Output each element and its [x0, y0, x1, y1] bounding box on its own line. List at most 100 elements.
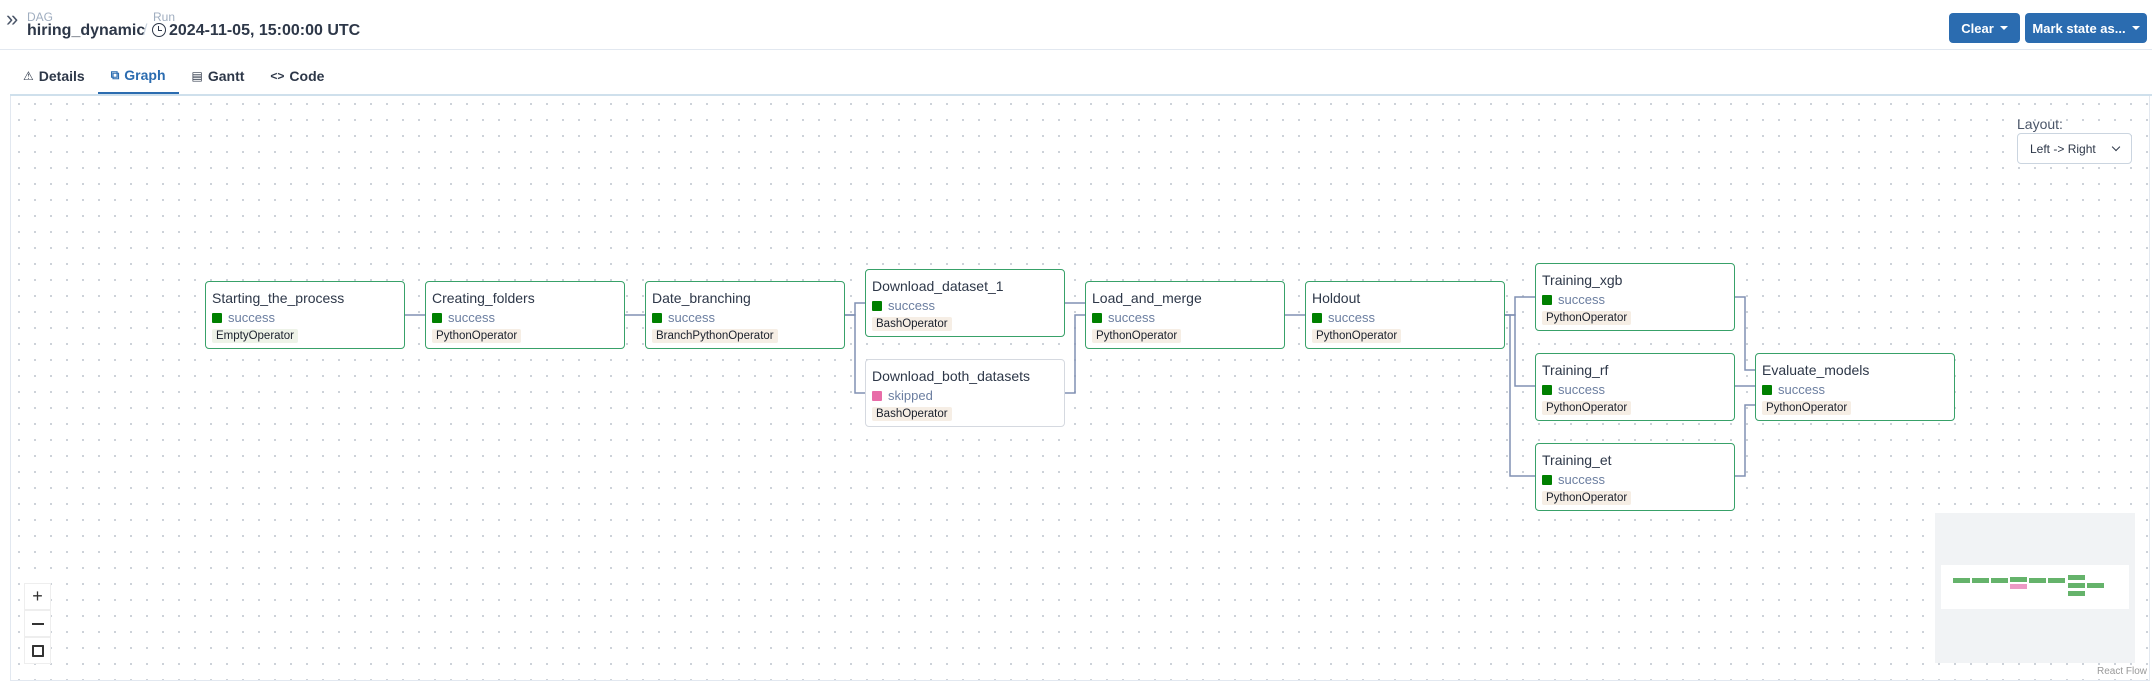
task-operator: BashOperator: [872, 317, 952, 331]
chevron-down-icon: [2111, 142, 2121, 152]
task-state-label: success: [228, 310, 275, 325]
clear-button-label: Clear: [1961, 20, 1994, 36]
task-state-label: success: [1558, 382, 1605, 397]
success-status-icon: [872, 300, 882, 311]
code-icon: <>: [270, 69, 285, 83]
task-node[interactable]: Training_xgb success PythonOperator: [1535, 263, 1735, 331]
task-operator: BashOperator: [872, 407, 952, 421]
task-name: Evaluate_models: [1762, 362, 1870, 378]
task-state-label: success: [1778, 382, 1825, 397]
tab-code[interactable]: <> Code: [257, 58, 337, 94]
graph-icon: ⧉: [110, 67, 120, 82]
task-state-label: success: [1558, 472, 1605, 487]
task-state: skipped: [872, 388, 1058, 403]
minimap-viewport[interactable]: [1941, 565, 2129, 609]
tab-bar: ⚠ Details ⧉ Graph ▤ Gantt <> Code: [10, 58, 337, 94]
success-status-icon: [1312, 312, 1322, 323]
chevron-down-icon: [2131, 26, 2140, 30]
success-status-icon: [432, 312, 442, 323]
mark-state-button[interactable]: Mark state as...: [2025, 13, 2147, 43]
task-state: success: [1542, 382, 1728, 397]
run-breadcrumb-label: Run: [153, 10, 176, 24]
task-node[interactable]: Load_and_merge success PythonOperator: [1085, 281, 1285, 349]
clock-icon: [152, 23, 166, 37]
task-name: Date_branching: [652, 290, 751, 306]
zoom-in-button[interactable]: +: [24, 583, 51, 610]
minimap-node: [2068, 591, 2085, 596]
success-status-icon: [1542, 294, 1552, 305]
task-node[interactable]: Evaluate_models success PythonOperator: [1755, 353, 1955, 421]
task-node[interactable]: Holdout success PythonOperator: [1305, 281, 1505, 349]
expand-sidebar-icon[interactable]: »: [6, 6, 19, 31]
task-operator: EmptyOperator: [212, 329, 298, 343]
task-name: Load_and_merge: [1092, 290, 1202, 306]
layout-select[interactable]: Left -> Right: [2017, 133, 2132, 164]
task-operator: PythonOperator: [1542, 491, 1632, 505]
zoom-out-button[interactable]: [24, 610, 51, 637]
success-status-icon: [1092, 312, 1102, 323]
task-operator: PythonOperator: [1762, 401, 1852, 415]
task-operator: BranchPythonOperator: [652, 329, 778, 343]
minimap-node: [2010, 584, 2027, 589]
task-state-label: success: [448, 310, 495, 325]
task-state-label: success: [888, 298, 935, 313]
fit-view-button[interactable]: [24, 637, 51, 664]
warning-icon: ⚠: [23, 69, 34, 83]
task-state-label: success: [1108, 310, 1155, 325]
task-node[interactable]: Download_dataset_1 success BashOperator: [865, 269, 1065, 337]
task-state: success: [1542, 292, 1728, 307]
layout-label: Layout:: [2017, 116, 2063, 132]
page-header: » DAG hiring_dynamic / Run 2024-11-05, 1…: [0, 0, 2152, 50]
tab-graph-label: Graph: [124, 67, 166, 83]
tab-gantt-label: Gantt: [207, 68, 245, 84]
task-state: success: [432, 310, 618, 325]
minimap-node: [2068, 583, 2085, 588]
react-flow-attribution[interactable]: React Flow: [2097, 666, 2148, 677]
clear-button[interactable]: Clear: [1949, 13, 2020, 43]
dag-breadcrumb[interactable]: hiring_dynamic: [27, 22, 146, 39]
minimap[interactable]: [1935, 513, 2135, 663]
success-status-icon: [652, 312, 662, 323]
task-operator: PythonOperator: [1542, 311, 1632, 325]
breadcrumb-separator: /: [143, 22, 148, 39]
plus-icon: +: [32, 586, 43, 606]
task-operator: PythonOperator: [432, 329, 522, 343]
tab-details-label: Details: [38, 68, 85, 84]
success-status-icon: [1542, 474, 1552, 485]
success-status-icon: [1762, 384, 1772, 395]
tab-graph[interactable]: ⧉ Graph: [97, 58, 179, 94]
task-state-label: skipped: [888, 388, 933, 403]
task-state-label: success: [1558, 292, 1605, 307]
task-name: Holdout: [1312, 290, 1361, 306]
minimap-node: [2029, 578, 2046, 583]
task-name: Download_dataset_1: [872, 278, 1004, 294]
task-name: Training_rf: [1542, 362, 1609, 378]
task-state-label: success: [1328, 310, 1375, 325]
task-node[interactable]: Date_branching success BranchPythonOpera…: [645, 281, 845, 349]
task-operator: PythonOperator: [1092, 329, 1182, 343]
task-state: success: [212, 310, 398, 325]
task-state: success: [872, 298, 1058, 313]
run-breadcrumb[interactable]: 2024-11-05, 15:00:00 UTC: [169, 22, 361, 39]
minimap-node: [2068, 575, 2085, 580]
task-node[interactable]: Download_both_datasets skipped BashOpera…: [865, 359, 1065, 427]
skipped-status-icon: [872, 390, 882, 401]
tab-gantt[interactable]: ▤ Gantt: [179, 58, 258, 94]
minimap-node: [1991, 578, 2008, 583]
task-name: Starting_the_process: [212, 290, 345, 306]
task-operator: PythonOperator: [1542, 401, 1632, 415]
task-node[interactable]: Training_et success PythonOperator: [1535, 443, 1735, 511]
chevron-down-icon: [1999, 26, 2008, 30]
tab-details[interactable]: ⚠ Details: [10, 58, 98, 94]
task-node[interactable]: Creating_folders success PythonOperator: [425, 281, 625, 349]
task-name: Training_xgb: [1542, 272, 1623, 288]
minimap-node: [1953, 578, 1970, 583]
task-node[interactable]: Training_rf success PythonOperator: [1535, 353, 1735, 421]
tab-code-label: Code: [289, 68, 325, 84]
minimap-node: [2087, 583, 2104, 588]
layout-select-value: Left -> Right: [2030, 141, 2096, 156]
task-name: Creating_folders: [432, 290, 535, 306]
task-node[interactable]: Starting_the_process success EmptyOperat…: [205, 281, 405, 349]
success-status-icon: [1542, 384, 1552, 395]
task-state: success: [1092, 310, 1278, 325]
